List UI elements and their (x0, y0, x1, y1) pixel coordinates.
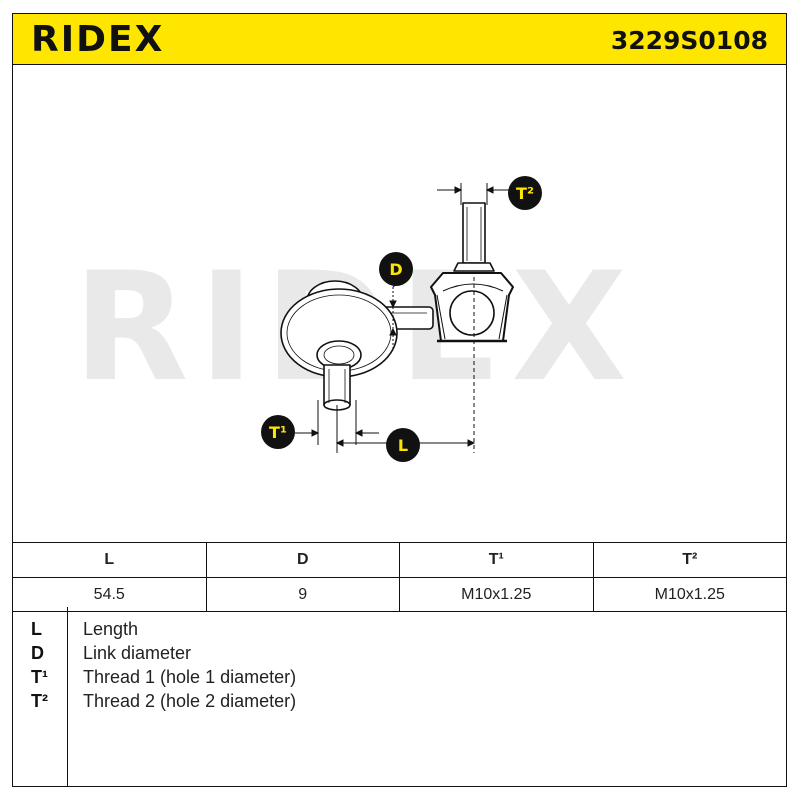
legend-label: Length (83, 619, 139, 639)
specs-header-d: D (205, 542, 400, 578)
specs-header-row: L D T¹ T² (12, 542, 787, 578)
legend-item: T¹ Thread 1 (hole 1 diameter) (13, 667, 788, 691)
specs-value-d: 9 (205, 577, 400, 612)
legend-key: T¹ (31, 667, 48, 687)
legend-label: Thread 2 (hole 2 diameter) (83, 691, 297, 711)
brand-logo: RIDEX (31, 19, 165, 60)
legend-box: L Length D Link diameter T¹ Thread 1 (ho… (12, 607, 787, 787)
specs-value-row: 54.5 9 M10x1.25 M10x1.25 (12, 577, 787, 612)
stabilizer-link-drawing (280, 183, 514, 453)
part-number: 3229S0108 (610, 26, 768, 55)
callout-d: D (379, 252, 413, 286)
specs-value-l: 54.5 (12, 577, 207, 612)
specs-value-t2: M10x1.25 (592, 577, 787, 612)
callout-t1: T¹ (261, 415, 295, 449)
dimension-lines (295, 183, 511, 453)
legend-item: L Length (13, 619, 788, 643)
bottom-threaded-stud (323, 364, 351, 411)
header-bar: RIDEX 3229S0108 (12, 13, 787, 65)
specs-header-t2: T² (592, 542, 787, 578)
legend-label: Link diameter (83, 643, 192, 663)
specs-header-t1: T¹ (399, 542, 594, 578)
legend-key: D (31, 643, 44, 663)
technical-drawing: RIDEX (12, 65, 787, 542)
legend-label: Thread 1 (hole 1 diameter) (83, 667, 297, 687)
ball-joint-housing (430, 272, 514, 343)
specs-header-l: L (12, 542, 207, 578)
specs-value-t1: M10x1.25 (399, 577, 594, 612)
callout-l: L (386, 428, 420, 462)
legend-key: T² (31, 691, 48, 711)
top-threaded-stud (453, 202, 495, 272)
legend-divider (67, 607, 68, 786)
legend-key: L (31, 619, 42, 639)
legend-item: D Link diameter (13, 643, 788, 667)
specs-table: L D T¹ T² 54.5 9 M10x1.25 M10x1.25 (12, 542, 787, 612)
legend-item: T² Thread 2 (hole 2 diameter) (13, 691, 788, 715)
lower-bushing (280, 280, 398, 378)
callout-t2: T² (508, 176, 542, 210)
